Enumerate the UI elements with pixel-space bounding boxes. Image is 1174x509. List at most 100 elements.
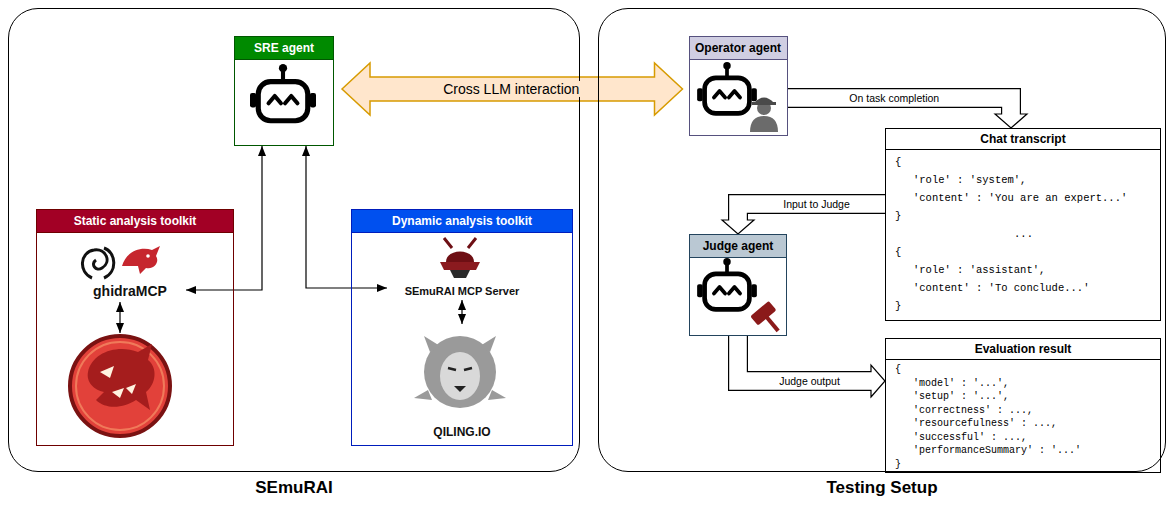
code-line: 'content' : 'You are an expert...' xyxy=(895,189,1152,207)
box-header: Static analysis toolkit xyxy=(37,210,233,233)
logo-dragon-eye xyxy=(146,254,150,258)
code-line: } xyxy=(895,458,1152,472)
ghidra-dragon xyxy=(88,344,155,410)
code-line: { xyxy=(895,153,1152,171)
box-header: SRE agent xyxy=(235,37,333,60)
block-arrow-fill xyxy=(738,336,873,381)
code-line: { xyxy=(895,243,1152,261)
ghidra-disc xyxy=(70,336,170,436)
emulator-logo: QILING.IO xyxy=(402,324,522,442)
block-arrow xyxy=(738,336,885,397)
box-title: Operator agent xyxy=(695,41,781,55)
robot-icon xyxy=(250,64,316,121)
logo-swirl xyxy=(82,250,107,278)
ghidra-dragon-teeth xyxy=(112,384,136,398)
box-header: Evaluation result xyxy=(886,339,1160,360)
helmet-brim xyxy=(440,262,480,270)
box-title: Judge agent xyxy=(703,239,774,253)
logo-text: QILING.IO xyxy=(402,425,522,439)
logo-swirl xyxy=(104,248,114,278)
block-arrow-head xyxy=(722,220,754,234)
result-box: Evaluation result {'model' : '...','setup… xyxy=(885,338,1161,473)
interaction-arrow xyxy=(342,63,683,115)
box-title: SRE agent xyxy=(254,41,314,55)
code-body: {'model' : '...','setup' : '...','correc… xyxy=(886,360,1160,471)
code-line: 'successful' : ..., xyxy=(895,431,1152,445)
gavel-handle xyxy=(765,316,780,332)
logo-dragon xyxy=(122,246,160,274)
tool-logo: ghidraMCP xyxy=(74,242,186,302)
robot-icon xyxy=(697,258,757,309)
robot-icon xyxy=(697,258,757,309)
toolkit-box: Static analysis toolkit ghidraMCP xyxy=(36,209,234,446)
edge-label: Cross LLM interaction xyxy=(440,81,582,97)
static-link-arrow xyxy=(119,302,120,333)
lion-nose xyxy=(454,386,466,392)
lion-face xyxy=(440,352,480,400)
gavel-icon xyxy=(750,301,787,339)
robot-icon xyxy=(697,62,757,113)
box-header: Dynamic analysis toolkit xyxy=(352,210,572,233)
box-header: Chat transcript xyxy=(886,129,1160,150)
panel-title: Testing Setup xyxy=(599,478,1165,498)
box-header: Judge agent xyxy=(690,235,786,258)
toolkit-box: Dynamic analysis toolkitSEmuRAI MCP Serv… xyxy=(351,209,573,446)
transcript-box: Chat transcript{'role' : 'system','conte… xyxy=(885,128,1161,321)
agent-box: Judge agent xyxy=(689,234,787,336)
worker-icon xyxy=(750,98,778,133)
code-line: ... xyxy=(895,225,1152,243)
hard-hat-brim xyxy=(752,102,776,105)
code-body: {'role' : 'system','content' : 'You are … xyxy=(886,150,1160,315)
lion-eyes xyxy=(448,368,472,370)
block-arrow xyxy=(788,98,1028,128)
code-line: 'resourcefulness' : ..., xyxy=(895,417,1152,431)
mcp-server-logo: SEmuRAI MCP Server xyxy=(387,240,537,300)
code-line: 'model' : '...', xyxy=(895,377,1152,391)
helmet-mask xyxy=(450,270,470,278)
edge-label: Input to Judge xyxy=(780,198,853,210)
group-panel: SEmuRAISRE agentStatic analysis toolkitg… xyxy=(8,8,580,472)
ghidra-dragon-eye xyxy=(100,366,114,378)
code-line: 'correctness' : ..., xyxy=(895,404,1152,418)
block-arrow xyxy=(722,204,885,234)
code-line: 'content' : 'To conclude...' xyxy=(895,279,1152,297)
box-title: Evaluation result xyxy=(975,342,1072,356)
code-line: 'setup' : '...', xyxy=(895,390,1152,404)
block-arrow-fill xyxy=(738,204,885,222)
worker-body xyxy=(750,116,778,132)
agent-box: SRE agent xyxy=(234,36,334,146)
box-header: Operator agent xyxy=(690,37,787,60)
logo-text: ghidraMCP xyxy=(74,283,186,299)
agent-box: Operator agent xyxy=(689,36,788,136)
qiling-lion-icon xyxy=(414,336,506,408)
logo-text: SEmuRAI MCP Server xyxy=(387,285,537,297)
code-line: 'role' : 'system', xyxy=(895,171,1152,189)
ghidra-ring xyxy=(76,342,164,430)
connector-arrow xyxy=(461,300,462,324)
block-arrow-head xyxy=(995,114,1027,128)
lion-mane-tufts xyxy=(414,336,506,400)
robot-icon xyxy=(250,64,316,121)
robot-icon xyxy=(697,62,757,113)
box-title: Dynamic analysis toolkit xyxy=(392,214,532,228)
ghidra-dragon-icon xyxy=(70,336,170,436)
code-line: 'role' : 'assistant', xyxy=(895,261,1152,279)
panel-title: SEmuRAI xyxy=(9,478,579,498)
box-title: Chat transcript xyxy=(980,132,1065,146)
helmet-horns xyxy=(444,238,476,248)
block-arrow-fill xyxy=(788,98,1012,116)
ghidra-mcp-logo xyxy=(82,246,160,278)
edge-label: On task completion xyxy=(846,92,942,104)
block-arrow-head xyxy=(871,365,885,397)
samurai-helmet-icon xyxy=(440,238,480,278)
helmet-dome xyxy=(446,252,474,263)
code-line: } xyxy=(895,297,1152,315)
code-line: 'performanceSummary' : '...' xyxy=(895,444,1152,458)
code-line: { xyxy=(895,363,1152,377)
edge-label: Judge output xyxy=(776,375,843,387)
code-line: } xyxy=(895,207,1152,225)
box-title: Static analysis toolkit xyxy=(74,214,197,228)
group-panel: Testing SetupOperator agentChat transcri… xyxy=(598,8,1166,472)
